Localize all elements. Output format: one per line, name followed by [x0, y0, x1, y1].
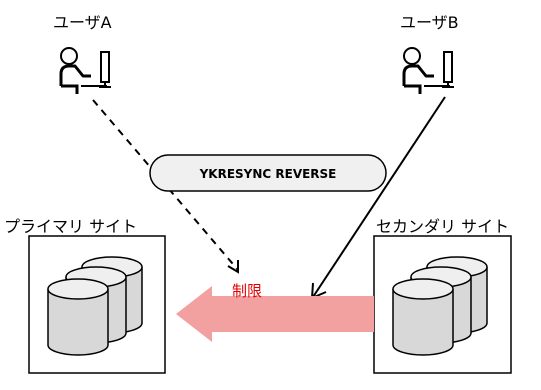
- user-b-label: ユーザB: [400, 13, 459, 32]
- user-a-arrowhead: [227, 260, 239, 274]
- user-a-icon: [59, 46, 113, 96]
- user-a-label: ユーザA: [53, 13, 112, 32]
- command-pill: [149, 154, 387, 192]
- user-a-dashed-connector: [92, 99, 239, 271]
- user-b-icon: [402, 46, 456, 96]
- command-label: YKRESYNC REVERSE: [199, 167, 337, 181]
- secondary-site-label: セカンダリ サイト: [376, 217, 510, 236]
- reverse-copy-arrow: [176, 286, 374, 342]
- user-b-connector: [312, 96, 446, 298]
- primary-site-label: プライマリ サイト: [4, 217, 138, 236]
- restriction-label: 制限: [232, 282, 262, 300]
